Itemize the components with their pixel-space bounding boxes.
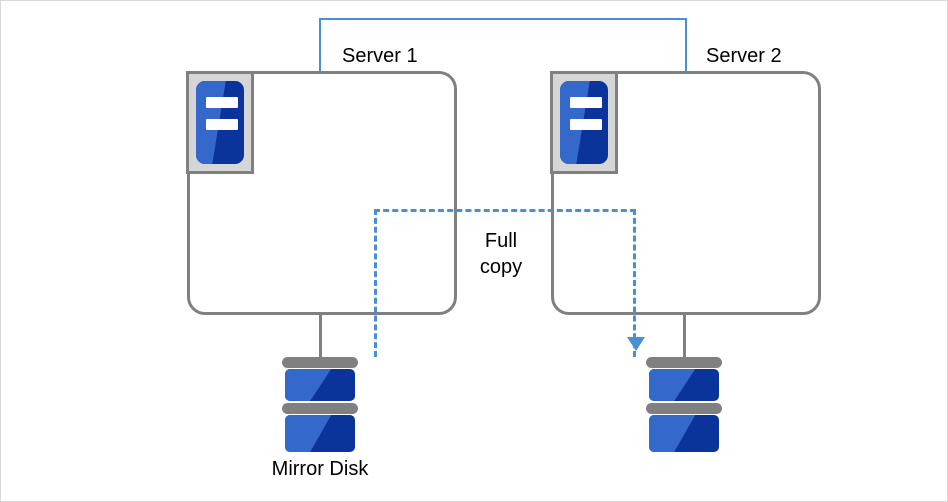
server2-server-appliance-icon [550, 71, 618, 174]
full-copy-arrow-icon [627, 337, 645, 351]
server-icon-body [560, 81, 608, 164]
disk-plate-top [646, 357, 722, 368]
server1-label: Server 1 [342, 45, 418, 67]
server1-server-appliance-icon [186, 71, 254, 174]
server-interconnect-link [319, 18, 687, 72]
disk-block-lower [649, 415, 719, 452]
disk-block-lower [285, 415, 355, 452]
disk-plate-middle [282, 403, 358, 414]
server-icon-slot-bottom [206, 119, 238, 130]
full-copy-label-line1: Full [484, 230, 518, 252]
disk-block-upper [285, 369, 355, 401]
disk1-stack-icon [282, 357, 358, 452]
server-icon-slot-bottom [570, 119, 602, 130]
server-icon-slot-top [206, 97, 238, 108]
server2-disk-lead [683, 314, 686, 361]
server2-label: Server 2 [706, 45, 782, 67]
server-icon-slot-top [570, 97, 602, 108]
server-icon-body [196, 81, 244, 164]
full-copy-path [374, 209, 636, 357]
server1-disk-lead [319, 314, 322, 361]
disk2-stack-icon [646, 357, 722, 452]
disk-plate-top [282, 357, 358, 368]
disk-plate-middle [646, 403, 722, 414]
full-copy-label-line2: copy [479, 256, 523, 278]
disk1-label: Mirror Disk [271, 458, 369, 480]
disk-block-upper [649, 369, 719, 401]
